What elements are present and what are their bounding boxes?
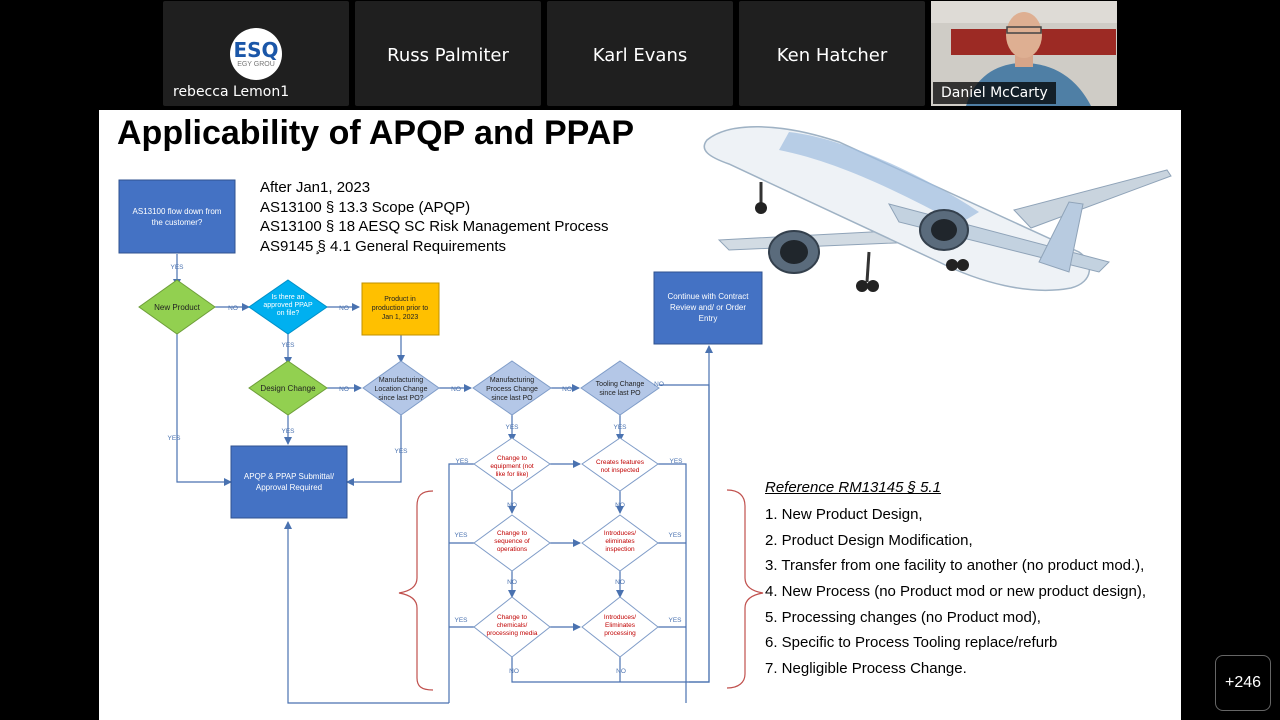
participant-video-daniel[interactable]: Daniel McCarty <box>931 1 1117 106</box>
reference-item: 2. Product Design Modification, <box>765 531 973 549</box>
yes-label: YES <box>613 424 627 431</box>
no-label: NO <box>616 668 626 675</box>
yes-label: YES <box>170 264 184 271</box>
yes-label: YES <box>281 428 295 435</box>
no-label: NO <box>507 579 517 586</box>
participant-name: rebecca Lemon1 <box>173 84 290 100</box>
yes-label: YES <box>669 458 683 465</box>
participant-tile-ken[interactable]: Ken Hatcher <box>739 1 925 106</box>
new-product-text: New Product <box>154 303 201 312</box>
no-label: NO <box>451 386 461 393</box>
participant-tile-rebecca[interactable]: ESQ EGY GROU rebecca Lemon1 <box>163 1 349 106</box>
yes-label: YES <box>668 617 682 624</box>
participant-name: Ken Hatcher <box>776 45 888 66</box>
participant-name: Karl Evans <box>592 45 688 66</box>
reference-list: Reference RM13145 § 5.1 1. New Product D… <box>765 479 1146 682</box>
more-participants-button[interactable]: +246 <box>1215 655 1271 711</box>
no-label: NO <box>562 386 572 393</box>
participant-name: Daniel McCarty <box>933 82 1056 104</box>
yes-label: YES <box>394 448 408 455</box>
design-change-text: Design Change <box>260 384 316 393</box>
slide-title: Applicability of APQP and PPAP <box>117 114 635 152</box>
no-label: NO <box>615 502 625 509</box>
reference-item: 7. Negligible Process Change. <box>765 660 967 678</box>
company-logo: ESQ EGY GROU <box>230 28 282 80</box>
reference-item: 3. Transfer from one facility to another… <box>765 557 1145 575</box>
no-label: NO <box>507 502 517 509</box>
apqp-box-text: APQP & PPAP Submittal/Approval Required <box>244 472 335 492</box>
yes-label: YES <box>454 532 468 539</box>
participant-tile-karl[interactable]: Karl Evans <box>547 1 733 106</box>
no-label: NO <box>509 668 519 675</box>
no-label: NO <box>228 305 238 312</box>
airplane-image <box>703 126 1172 292</box>
no-label: NO <box>615 579 625 586</box>
no-label: NO <box>339 305 349 312</box>
participant-name: Russ Palmiter <box>387 45 509 66</box>
scope-notes: After Jan1, 2023 AS13100 § 13.3 Scope (A… <box>260 179 609 255</box>
reference-item: 6. Specific to Process Tooling replace/r… <box>765 634 1058 652</box>
yes-label: YES <box>455 458 469 465</box>
reference-item: 4. New Process (no Product mod or new pr… <box>765 583 1147 601</box>
participant-tile-russ[interactable]: Russ Palmiter <box>355 1 541 106</box>
yes-label: YES <box>454 617 468 624</box>
no-label: NO <box>339 386 349 393</box>
yes-label: YES <box>281 342 295 349</box>
no-label: NO <box>654 381 664 388</box>
yes-label: YES <box>668 532 682 539</box>
reference-item: 5. Processing changes (no Product mod), <box>765 608 1041 626</box>
presentation-slide: Applicability of APQP and PPAP After Jan… <box>99 110 1181 720</box>
yes-label: YES <box>505 424 519 431</box>
yes-label: YES <box>167 435 181 442</box>
reference-heading: Reference RM13145 § 5.1 <box>765 479 941 496</box>
reference-item: 1. New Product Design, <box>765 506 923 523</box>
